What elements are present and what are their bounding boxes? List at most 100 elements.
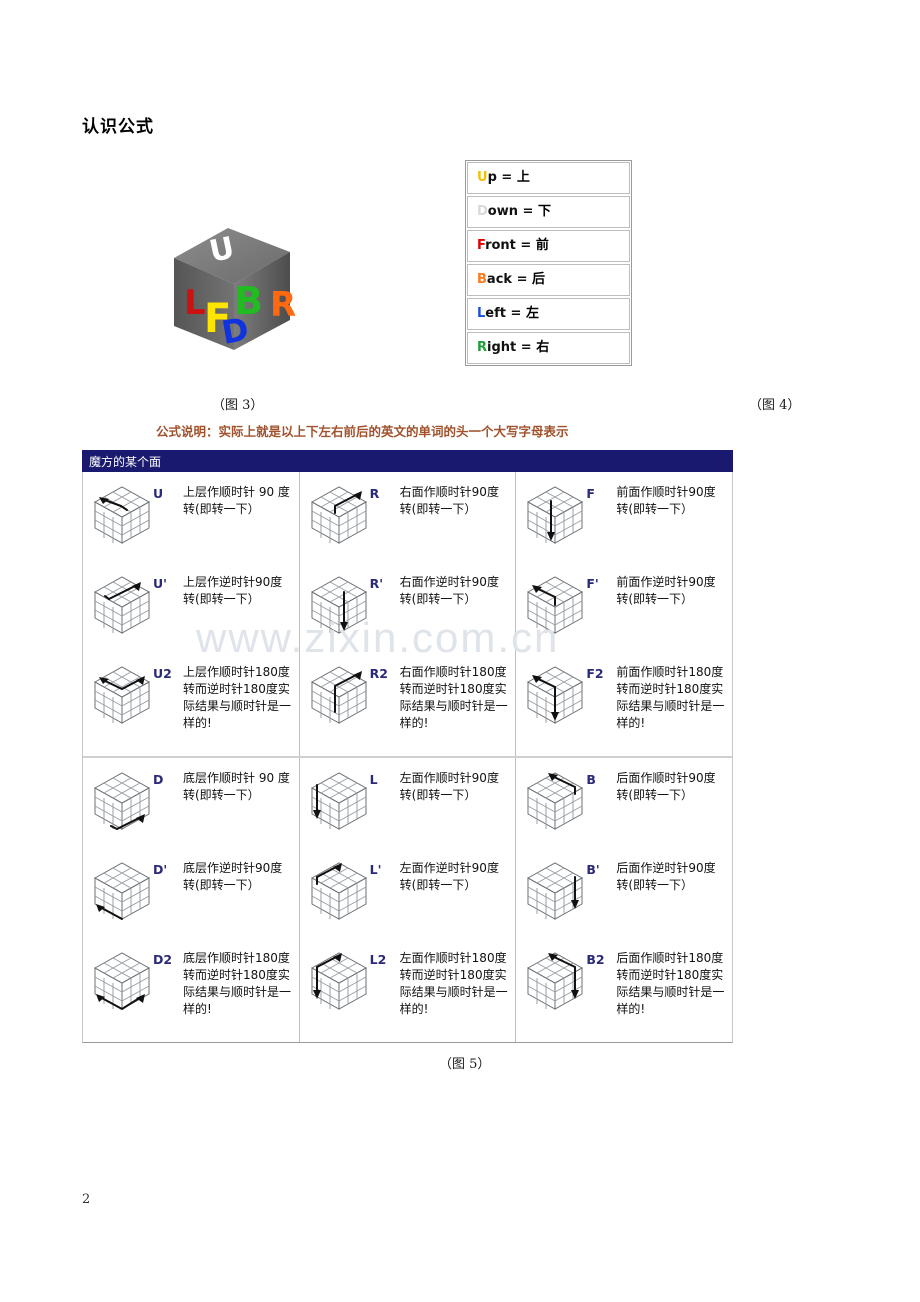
legend-rest: ight: [487, 340, 517, 355]
legend-chinese: 右: [536, 340, 550, 355]
move-entry-l2: L2 左面作顺时针180度转而逆时针180度实际结果与顺时针是一样的!: [300, 944, 516, 1034]
move-entry-u: U 上层作顺时针 90 度转(即转一下）: [83, 478, 299, 568]
face-legend-box: Up = 上 Down = 下 Front = 前 Back = 后 Left …: [465, 160, 632, 366]
cube-diagram-f-prime: [524, 572, 586, 638]
table-half-bottom: D 底层作顺时针 90 度转(即转一下）: [83, 758, 732, 1042]
move-code: F: [586, 486, 595, 501]
move-column-l: L 左面作顺时针90度转(即转一下）: [298, 758, 516, 1042]
cube-diagram-u2: [91, 662, 153, 728]
cube-diagram-d2: [91, 948, 153, 1014]
cube-diagram-l-prime: [308, 858, 370, 924]
move-description: 上层作顺时针 90 度转(即转一下）: [183, 485, 290, 516]
legend-equals: =: [518, 204, 538, 219]
move-code: R: [369, 486, 380, 501]
move-code: D': [153, 862, 168, 877]
legend-row-left: Left = 左: [467, 298, 630, 330]
cube-diagram-r-prime: [308, 572, 370, 638]
cube-diagram-r2: [308, 662, 370, 728]
legend-equals: =: [505, 306, 526, 321]
cube-diagram-l2: [308, 948, 370, 1014]
move-description: 前面作顺时针180度转而逆时针180度实际结果与顺时针是一样的!: [616, 665, 725, 730]
move-code: D: [153, 772, 164, 787]
move-description: 左面作顺时针180度转而逆时针180度实际结果与顺时针是一样的!: [399, 951, 508, 1016]
cube-logo-figure: U L F B R D: [166, 222, 298, 358]
move-column-d: D 底层作顺时针 90 度转(即转一下）: [83, 758, 299, 1042]
move-entry-b: B 后面作顺时针90度转(即转一下）: [516, 764, 732, 854]
page-number: 2: [82, 1192, 91, 1207]
legend-equals: =: [516, 340, 537, 355]
move-column-r: R 右面作顺时针90度转(即转一下）: [298, 472, 516, 756]
move-description: 左面作顺时针90度转(即转一下）: [399, 771, 499, 802]
svg-text:L: L: [184, 283, 206, 323]
move-column-b: B 后面作顺时针90度转(即转一下）: [515, 758, 732, 1042]
legend-row-up: Up = 上: [467, 162, 630, 194]
move-code: L2: [369, 952, 387, 967]
legend-chinese: 上: [516, 170, 530, 185]
move-entry-d: D 底层作顺时针 90 度转(即转一下）: [83, 764, 299, 854]
legend-rest: p: [487, 170, 497, 185]
figure-3-caption: （图 3）: [212, 398, 264, 413]
move-code: L': [369, 862, 382, 877]
cube-diagram-u-prime: [91, 572, 153, 638]
page-title: 认识公式: [82, 117, 154, 137]
move-code: B2: [586, 952, 605, 967]
legend-chinese: 前: [535, 238, 549, 253]
move-entry-d-prime: D' 底层作逆时针90度转(即转一下）: [83, 854, 299, 944]
cube-diagram-b-prime: [524, 858, 586, 924]
legend-row-front: Front = 前: [467, 230, 630, 262]
table-header: 魔方的某个面: [82, 450, 733, 472]
move-code: B': [586, 862, 600, 877]
legend-chinese: 后: [532, 272, 546, 287]
legend-rest: ack: [486, 272, 513, 287]
move-entry-r: R 右面作顺时针90度转(即转一下）: [300, 478, 516, 568]
move-description: 后面作顺时针180度转而逆时针180度实际结果与顺时针是一样的!: [616, 951, 725, 1016]
legend-initial: F: [477, 238, 486, 253]
move-entry-f: F 前面作顺时针90度转(即转一下）: [516, 478, 732, 568]
move-description: 底层作顺时针 90 度转(即转一下）: [183, 771, 290, 802]
move-description: 前面作顺时针90度转(即转一下）: [616, 485, 716, 516]
move-entry-l-prime: L' 左面作逆时针90度转(即转一下）: [300, 854, 516, 944]
moves-table: 魔方的某个面: [82, 450, 733, 1043]
cube-diagram-f: [524, 482, 586, 548]
move-code: B: [586, 772, 596, 787]
legend-row-right: Right = 右: [467, 332, 630, 364]
legend-rest: ront: [485, 238, 516, 253]
move-description: 右面作顺时针180度转而逆时针180度实际结果与顺时针是一样的!: [399, 665, 508, 730]
legend-initial: L: [477, 306, 486, 321]
legend-chinese: 左: [525, 306, 539, 321]
formula-explanation: 公式说明：实际上就是以上下左右前后的英文的单词的头一个大写字母表示: [156, 424, 569, 439]
move-entry-r2: R2 右面作顺时针180度转而逆时针180度实际结果与顺时针是一样的!: [300, 658, 516, 748]
legend-initial: U: [477, 170, 488, 185]
move-description: 前面作逆时针90度转(即转一下）: [616, 575, 716, 606]
legend-initial: B: [477, 272, 487, 287]
move-description: 后面作逆时针90度转(即转一下）: [616, 861, 716, 892]
move-column-u: U 上层作顺时针 90 度转(即转一下）: [83, 472, 299, 756]
move-code: F': [586, 576, 599, 591]
table-body: U 上层作顺时针 90 度转(即转一下）: [82, 472, 733, 1043]
move-code: U2: [153, 666, 172, 681]
svg-text:F: F: [204, 296, 231, 342]
move-code: L: [369, 772, 378, 787]
move-description: 上层作顺时针180度转而逆时针180度实际结果与顺时针是一样的!: [183, 665, 292, 730]
cube-diagram-l: [308, 768, 370, 834]
figure-4-caption: （图 4）: [749, 398, 801, 413]
figure-5-caption: （图 5）: [439, 1057, 491, 1072]
move-description: 底层作逆时针90度转(即转一下）: [183, 861, 283, 892]
cube-diagram-b2: [524, 948, 586, 1014]
legend-equals: =: [512, 272, 532, 287]
legend-chinese: 下: [537, 204, 551, 219]
move-description: 右面作顺时针90度转(即转一下）: [399, 485, 499, 516]
move-code: R2: [369, 666, 388, 681]
move-code: F2: [586, 666, 604, 681]
move-description: 后面作顺时针90度转(即转一下）: [616, 771, 716, 802]
cube-diagram-u: [91, 482, 153, 548]
move-description: 底层作顺时针180度转而逆时针180度实际结果与顺时针是一样的!: [183, 951, 292, 1016]
move-entry-b-prime: B' 后面作逆时针90度转(即转一下）: [516, 854, 732, 944]
move-column-f: F 前面作顺时针90度转(即转一下）: [515, 472, 732, 756]
move-code: D2: [153, 952, 173, 967]
cube-diagram-f2: [524, 662, 586, 728]
legend-equals: =: [496, 170, 517, 185]
move-entry-f2: F2 前面作顺时针180度转而逆时针180度实际结果与顺时针是一样的!: [516, 658, 732, 748]
legend-equals: =: [515, 238, 536, 253]
